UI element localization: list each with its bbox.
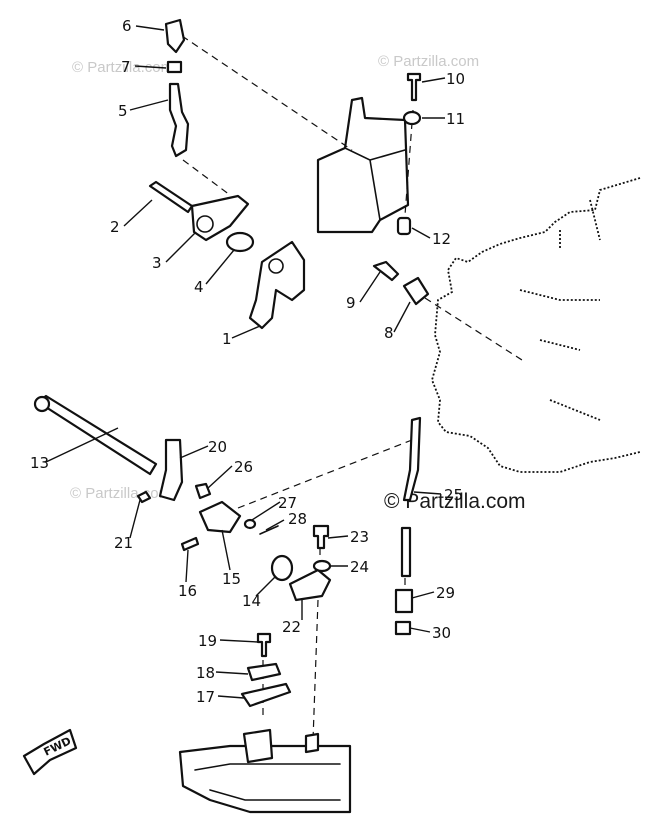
- part-17-bracket: [240, 682, 292, 708]
- bracket-fold: [344, 147, 406, 221]
- callout-15: 15: [222, 570, 241, 588]
- callout-8: 8: [384, 324, 394, 342]
- watermark-top-left: © Partzilla.com: [72, 59, 173, 76]
- part-28-pin: [259, 525, 279, 535]
- callout-6: 6: [122, 17, 132, 35]
- part-6-ball-joint: [164, 18, 186, 54]
- callout-10: 10: [446, 70, 465, 88]
- callout-3: 3: [152, 254, 162, 272]
- part-13-end: [33, 395, 51, 413]
- callout-4: 4: [194, 278, 204, 296]
- part-2-bolt: [148, 180, 194, 214]
- callout-24: 24: [350, 558, 369, 576]
- watermark-bottom-left: © Partzilla.com: [70, 485, 171, 502]
- part-14-bushing: [270, 554, 294, 582]
- watermark-main: © Partzilla.com: [384, 490, 526, 513]
- callout-13: 13: [30, 454, 49, 472]
- part-21-pin: [136, 490, 152, 504]
- callout-26: 26: [234, 458, 253, 476]
- part-15-connector: [198, 500, 242, 534]
- part-12-bushing: [396, 216, 412, 236]
- part-7-nut: [166, 60, 183, 74]
- part-23-screw: [312, 524, 330, 550]
- callout-11: 11: [446, 110, 465, 128]
- part-25-rod: [402, 416, 422, 502]
- callout-19: 19: [198, 632, 217, 650]
- part-18-plate: [246, 662, 282, 682]
- callout-20: 20: [208, 438, 227, 456]
- engine-detail: [519, 199, 601, 421]
- part-27-clip: [243, 518, 257, 530]
- part-29-adjuster: [394, 588, 414, 614]
- alignment-line-rod: [312, 599, 319, 741]
- engine-block-outline: [431, 177, 641, 473]
- part-24-washer: [312, 559, 332, 573]
- callout-30: 30: [432, 624, 451, 642]
- lower-rod-end: [304, 732, 320, 754]
- callout-23: 23: [350, 528, 369, 546]
- part-10-bolt: [406, 72, 422, 102]
- callout-5: 5: [118, 102, 128, 120]
- callout-22: 22: [282, 618, 301, 636]
- callout-28: 28: [288, 510, 307, 528]
- fwd-arrow-icon: [22, 728, 78, 776]
- part-1-throttle-arm: [248, 240, 306, 330]
- callout-14: 14: [242, 592, 261, 610]
- leader-lines: [45, 25, 446, 699]
- part-25-thread: [400, 526, 412, 578]
- part-19-screw: [256, 632, 272, 658]
- part-30-nut: [394, 620, 412, 636]
- callout-1: 1: [222, 330, 232, 348]
- part-22-lever: [288, 568, 332, 602]
- lower-cowling-rim: [194, 763, 341, 801]
- part-8-sleeve: [402, 276, 430, 306]
- part-3-hole: [196, 215, 214, 233]
- part-11-washer: [402, 110, 422, 126]
- callout-2: 2: [110, 218, 120, 236]
- alignment-line-6: [181, 35, 353, 151]
- alignment-line-arm: [182, 159, 231, 196]
- callout-9: 9: [346, 294, 356, 312]
- watermark-top-right: © Partzilla.com: [378, 53, 479, 70]
- part-4-collar: [225, 231, 255, 253]
- callout-17: 17: [196, 688, 215, 706]
- part-16-pin: [180, 536, 200, 552]
- part-3-lever-plate: [190, 194, 250, 242]
- callout-21: 21: [114, 534, 133, 552]
- part-20-link-plate: [158, 438, 184, 502]
- part-5-rod: [168, 82, 190, 158]
- part-9-screw: [372, 260, 400, 282]
- callout-18: 18: [196, 664, 215, 682]
- callout-27: 27: [278, 494, 297, 512]
- lower-mount-block: [242, 728, 274, 764]
- callout-16: 16: [178, 582, 197, 600]
- part-13-shaft: [36, 394, 158, 476]
- alignment-line-10: [404, 109, 414, 216]
- part-1-hole: [268, 258, 284, 274]
- callout-7: 7: [121, 58, 131, 76]
- callout-12: 12: [432, 230, 451, 248]
- callout-29: 29: [436, 584, 455, 602]
- part-26-screw: [194, 482, 212, 500]
- throttle-bracket: [316, 96, 410, 234]
- callout-25: 25: [444, 486, 463, 504]
